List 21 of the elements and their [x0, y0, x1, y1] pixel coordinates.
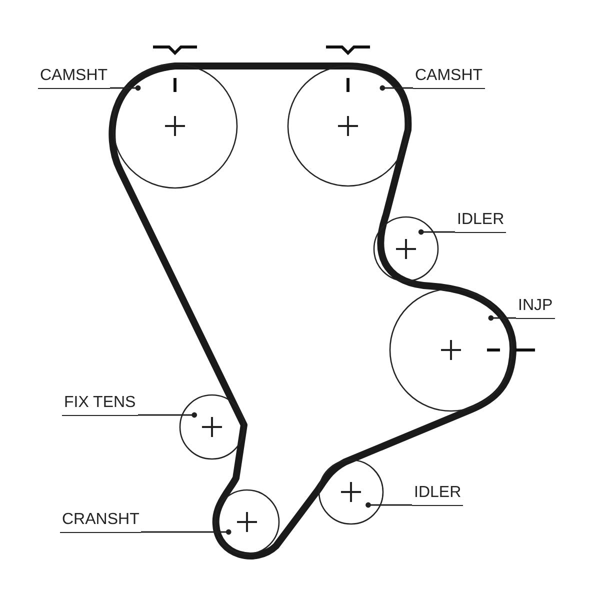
pulley-label: IDLER [455, 210, 506, 233]
leader-line [138, 412, 198, 418]
pulley-label: FIX TENS [62, 393, 138, 416]
pulley-circle [111, 62, 239, 190]
leader-line [380, 85, 413, 91]
pulley-circle [317, 458, 385, 526]
pulley-label: CAMSHT [413, 66, 485, 89]
pulley-label: INJP [516, 296, 555, 319]
leader-line [488, 315, 516, 321]
pulley-circle [372, 215, 440, 283]
pulley-label: CAMSHT [38, 66, 110, 89]
pulley-circle [178, 393, 246, 461]
leader-line [110, 85, 141, 91]
pulley-circle [286, 64, 410, 188]
leader-line [141, 529, 232, 535]
leader-line [418, 229, 455, 235]
pulley-circle [388, 287, 514, 413]
pulley-circle [213, 488, 281, 556]
pulley-label: IDLER [412, 483, 464, 506]
leader-line [366, 502, 412, 508]
pulley-label: CRANSHT [60, 510, 142, 533]
